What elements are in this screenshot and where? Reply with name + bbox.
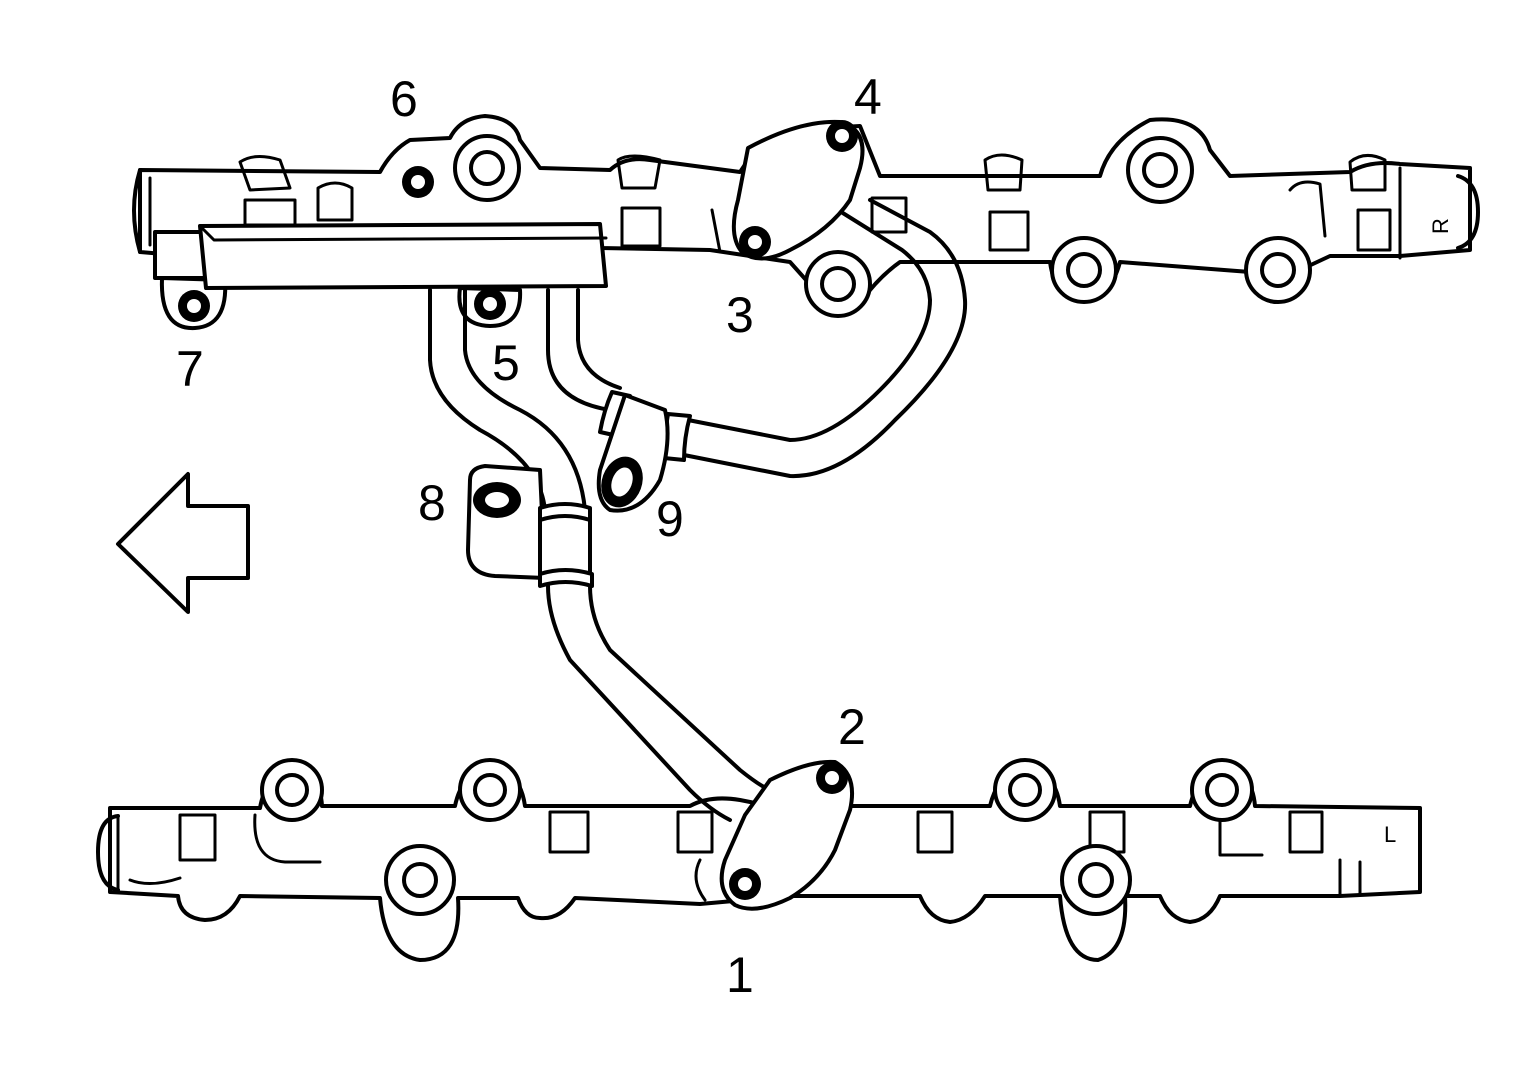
callout-5: 5: [492, 335, 520, 391]
bolt-4: [826, 120, 858, 152]
rail-mark-left: L: [1384, 822, 1396, 847]
crossover-pipes: [428, 119, 968, 911]
bolt-3: [739, 226, 771, 258]
callout-2: 2: [838, 699, 866, 755]
callout-7: 7: [176, 341, 204, 397]
upper-fuel-rail: [132, 114, 1480, 331]
bolt-5: [474, 288, 506, 320]
callout-3: 3: [726, 287, 754, 343]
bolt-7: [178, 290, 210, 322]
rail-mark-right: R: [1428, 218, 1453, 234]
callouts: 1 2 3 4 5 6 7 8 9: [176, 69, 882, 1003]
callout-6: 6: [390, 71, 418, 127]
bolt-6: [402, 166, 434, 198]
bolt-2: [816, 762, 848, 794]
callout-9: 9: [656, 491, 684, 547]
lower-fuel-rail: [96, 758, 1422, 962]
bolt-1: [729, 868, 761, 900]
left-arrow-icon: [116, 472, 250, 614]
callout-1: 1: [726, 947, 754, 1003]
callout-4: 4: [854, 69, 882, 125]
callout-8: 8: [418, 475, 446, 531]
bolts: [178, 120, 858, 900]
